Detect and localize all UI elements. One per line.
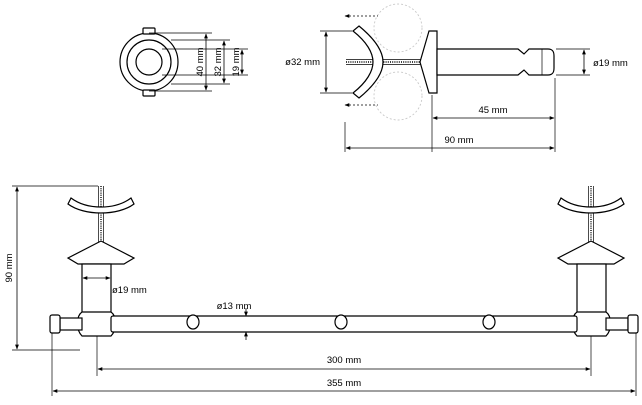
label-rail-span: 300 mm xyxy=(327,355,361,366)
left-flange xyxy=(66,240,136,265)
left-end-cap xyxy=(49,314,61,334)
rail-hook-3 xyxy=(482,314,496,330)
motion-circle-bottom xyxy=(373,71,423,121)
right-bracket xyxy=(556,186,639,337)
label-bracket-depth: 90 mm xyxy=(444,135,473,146)
clamp-flange xyxy=(419,30,438,94)
rosette-tab-bottom xyxy=(142,89,156,97)
label-rail-diameter: ø13 mm xyxy=(217,301,252,312)
bracket-side-view: ø32 mm ø19 mm 45 mm 90 mm xyxy=(285,3,628,152)
label-overall-height: 90 mm xyxy=(4,253,15,282)
label-post-diameter-front: ø19 mm xyxy=(112,285,147,296)
left-end-knob xyxy=(59,317,83,331)
label-rosette-core: 19 mm xyxy=(231,47,242,76)
motion-circle-top xyxy=(373,3,423,53)
left-post xyxy=(81,263,112,317)
rosette-inner-circle xyxy=(126,39,172,85)
label-overall-width: 355 mm xyxy=(327,378,361,389)
label-post-diameter-side: ø19 mm xyxy=(593,58,628,69)
rosette-outer-circle xyxy=(119,32,179,92)
rail-front-view: 90 mm ø19 mm ø13 mm 300 mm 355 mm xyxy=(4,185,639,396)
label-post-length: 45 mm xyxy=(478,105,507,116)
right-post-cap xyxy=(571,311,612,337)
right-end-cap xyxy=(627,314,639,334)
right-post xyxy=(576,263,607,317)
left-bracket xyxy=(49,186,136,337)
right-flange xyxy=(556,240,626,265)
left-clamp-jaw xyxy=(67,197,135,214)
rosette-tab-top xyxy=(142,27,156,35)
rail-hook-2 xyxy=(334,314,348,330)
left-post-cap xyxy=(76,311,117,337)
label-rosette-inner: 32 mm xyxy=(213,47,224,76)
rail-hook-1 xyxy=(186,314,200,330)
post-body xyxy=(436,48,555,76)
right-end-knob xyxy=(605,317,629,331)
right-clamp-jaw xyxy=(557,197,625,214)
rosette-core-circle xyxy=(135,48,163,76)
rosette-front-view: 40 mm 32 mm 19 mm xyxy=(119,27,248,97)
clamp-jaw xyxy=(352,25,384,99)
label-rosette-outer: 40 mm xyxy=(195,47,206,76)
label-clamp-diameter: ø32 mm xyxy=(285,57,320,68)
